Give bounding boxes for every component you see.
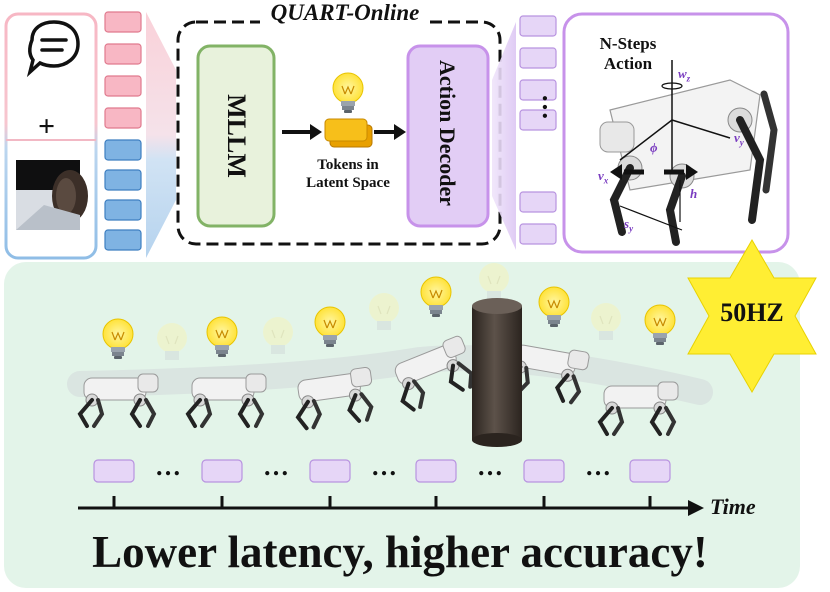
mllm-label: MLLM [222, 94, 251, 178]
action-decoder-box [406, 44, 490, 228]
input-panel [4, 12, 98, 260]
arrow-right-icon [310, 124, 322, 140]
camera-scene-image [16, 160, 88, 230]
output-funnel [492, 22, 516, 250]
axis-label-vy: vy [734, 130, 744, 148]
output-tokens-column [519, 15, 557, 245]
axis-label-phi: ϕ [650, 140, 658, 155]
frequency-badge: 50HZ [720, 298, 784, 327]
timeline-ellipsis: … [155, 452, 181, 481]
timeline-ellipsis: … [371, 452, 397, 481]
tokens-caption-line1: Tokens in [317, 157, 379, 173]
obstacle-pillar [472, 298, 522, 447]
n-steps-line2: Action [603, 54, 653, 73]
input-funnel [146, 12, 176, 258]
output-ellipsis: … [537, 94, 566, 120]
axis-label-h: h [690, 186, 698, 201]
action-decoder-label: Action Decoder [435, 59, 460, 206]
timeline-tokens [93, 459, 671, 483]
lightbulb-icon [332, 72, 364, 114]
ellipsis-vertical: … [537, 92, 566, 122]
time-axis [78, 496, 704, 516]
arrow-right-icon [394, 124, 406, 140]
axis-label-sy: sy [624, 216, 634, 234]
plus-sign: + [38, 110, 56, 143]
robot-dog-large [599, 60, 778, 246]
time-axis-label: Time [710, 494, 756, 519]
timeline-ellipsis: … [585, 452, 611, 481]
slogan: Lower latency, higher accuracy! [92, 527, 708, 577]
axis-label-vx: vx [598, 168, 609, 186]
timeline-ellipsis: … [477, 452, 503, 481]
latent-tokens-icon [324, 118, 373, 148]
framework-title: QUART-Online [270, 0, 420, 25]
tokens-caption-line2: Latent Space [306, 175, 390, 191]
chat-bubble-icon [26, 20, 80, 78]
axis-label-wz: wz [678, 66, 691, 84]
timeline-ellipsis: … [263, 452, 289, 481]
n-steps-caption: N-Steps Action [578, 34, 678, 74]
tokens-caption: Tokens in Latent Space [290, 156, 406, 192]
frequency-star [687, 239, 817, 393]
n-steps-line1: N-Steps [599, 34, 657, 53]
input-tokens-column [104, 11, 142, 251]
mllm-box [196, 44, 276, 228]
